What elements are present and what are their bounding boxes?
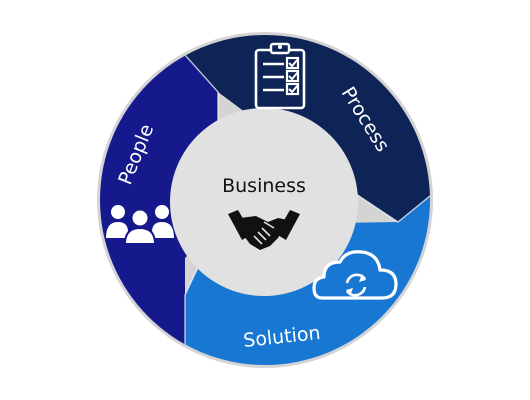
checklist-clipboard-icon (254, 42, 306, 110)
center-circle (170, 108, 358, 296)
segment-process (185, 35, 430, 222)
separator-process-solution (349, 189, 430, 223)
segment-people (100, 35, 218, 365)
center-label: Business (222, 175, 306, 197)
cloud-sync-icon (312, 250, 398, 300)
people-group-icon (106, 205, 174, 245)
handshake-icon (228, 210, 300, 250)
